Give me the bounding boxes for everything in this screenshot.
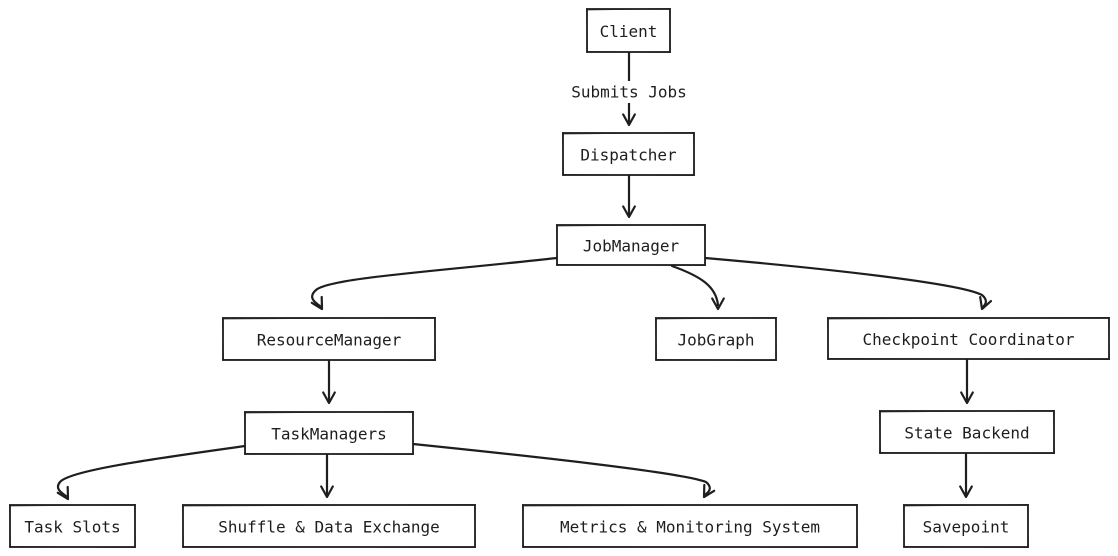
node-label: JobManager [583,237,680,256]
edge-line [670,264,720,307]
arrow-head [960,391,974,405]
node-label: Task Slots [24,518,120,537]
node-label: State Backend [904,424,1029,443]
node-sketch-stroke [902,503,1030,549]
node-label: ResourceManager [257,331,402,350]
arrow-head [622,113,636,127]
node-box[interactable] [9,504,136,548]
edge-label-background [568,81,690,103]
arrow-head [320,485,334,499]
node-label: TaskManagers [271,425,387,444]
node-label: Dispatcher [580,146,677,165]
node-shuffle[interactable]: Shuffle & Data Exchange [181,503,477,549]
node-taskmanagers[interactable]: TaskManagers [243,410,415,456]
edge-label-client-to-dispatcher: Submits Jobs [568,81,690,103]
edge-line [703,256,987,309]
node-sketch-stroke [243,410,415,456]
edge-line [311,256,559,308]
node-sketch-stroke [221,316,437,362]
node-client[interactable]: Client [585,7,672,54]
node-sketch-stroke [555,223,707,267]
node-box[interactable] [827,317,1110,360]
node-label: Savepoint [923,518,1010,537]
node-taskslots[interactable]: Task Slots [8,503,137,549]
edge-labels-layer: Submits Jobs [568,81,690,103]
node-sketch-stroke [654,316,778,362]
arrow-head [622,205,636,219]
arrow-head [711,297,725,311]
edge-line [411,442,711,496]
node-label: Metrics & Monitoring System [560,518,820,537]
node-sketch-stroke [878,409,1056,455]
arrow-head [322,391,336,405]
node-checkpoint[interactable]: Checkpoint Coordinator [826,316,1111,361]
node-sketch-stroke [181,503,477,549]
edge-jobmanager-to-resourcemanager [310,256,559,311]
node-sketch-stroke [561,131,696,177]
arrow-head [979,296,993,311]
edge-taskmanagers-to-taskslots [56,444,247,501]
edges-layer [56,51,993,501]
edge-taskmanagers-to-metrics [411,442,716,499]
arrow-head [959,485,973,499]
node-metrics[interactable]: Metrics & Monitoring System [521,503,859,549]
arrow-head [310,295,324,311]
edge-taskmanagers-to-shuffle [320,453,334,499]
node-jobgraph[interactable]: JobGraph [654,316,778,362]
node-sketch-stroke [585,7,672,54]
edge-label-text: Submits Jobs [571,83,687,102]
node-savepoint[interactable]: Savepoint [902,503,1030,549]
node-label: Checkpoint Coordinator [863,330,1075,349]
edge-dispatcher-to-jobmanager [622,174,636,219]
edge-jobmanager-to-checkpoint [703,256,993,311]
node-label: Client [600,22,658,41]
arrow-head [56,485,70,501]
edge-jobmanager-to-jobgraph [670,264,725,311]
edge-statebackend-to-savepoint [959,452,973,499]
arrow-head [702,483,716,499]
node-box[interactable] [556,224,706,266]
node-sketch-stroke [8,503,137,549]
node-box[interactable] [244,411,414,455]
node-dispatcher[interactable]: Dispatcher [561,131,696,177]
node-sketch-stroke [521,503,859,549]
edge-checkpoint-to-statebackend [960,358,974,405]
node-statebackend[interactable]: State Backend [878,409,1056,455]
edge-resourcemanager-to-taskmanagers [322,359,336,405]
node-label: JobGraph [677,331,754,350]
edge-line [56,444,247,498]
node-label: Shuffle & Data Exchange [218,518,440,537]
node-sketch-stroke [826,316,1111,361]
nodes-layer: ClientDispatcherJobManagerResourceManage… [8,7,1111,549]
node-jobmanager[interactable]: JobManager [555,223,707,267]
node-resourcemanager[interactable]: ResourceManager [221,316,437,362]
